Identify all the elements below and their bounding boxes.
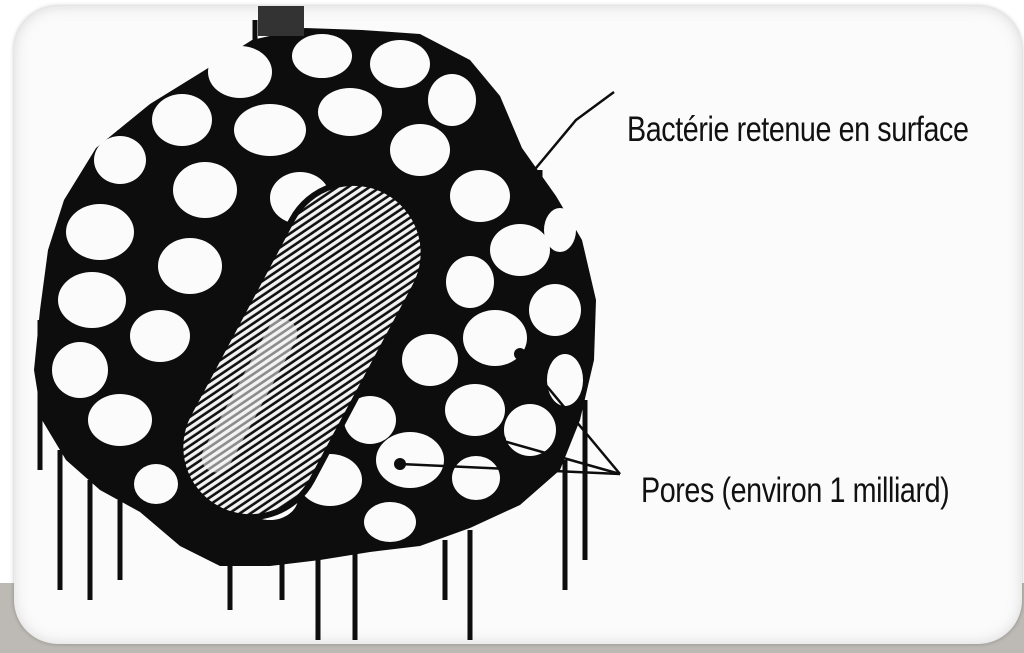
bacteria-label: Bactérie retenue en surface xyxy=(627,110,969,150)
figure-frame: Bactérie retenue en surface Pores (envir… xyxy=(14,6,1022,644)
top-fiber-block xyxy=(258,6,304,36)
pores-label: Pores (environ 1 milliard) xyxy=(641,471,949,511)
membrane-diagram xyxy=(14,6,1022,644)
